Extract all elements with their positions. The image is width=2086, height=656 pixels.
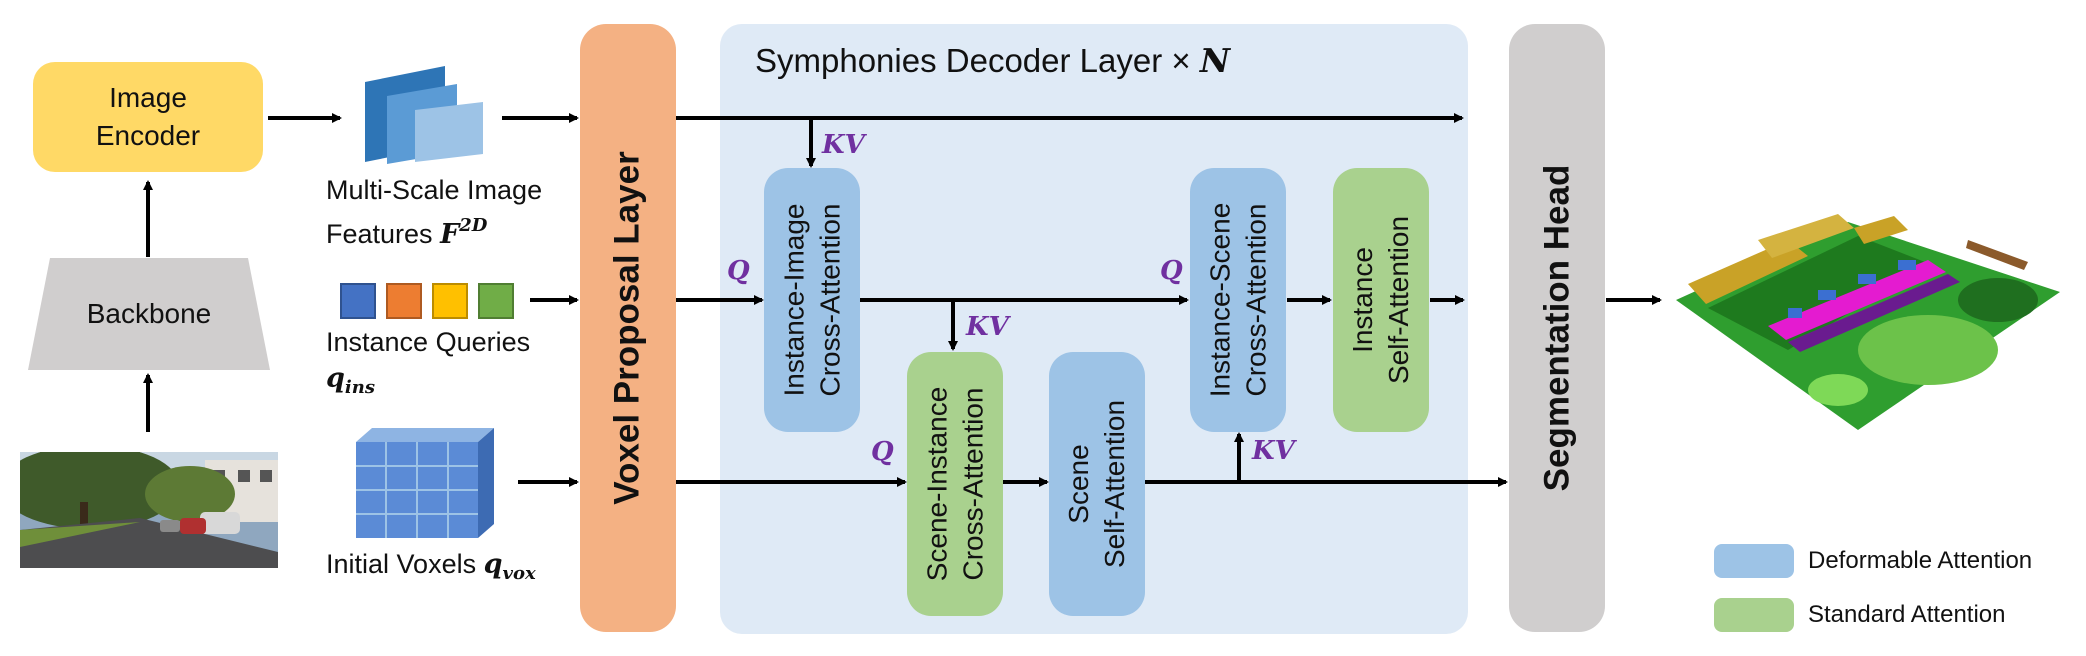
legend-label-standard: Standard Attention xyxy=(1808,601,2006,628)
instance-scene-cross-attention-block: Instance-Scene Cross-Attention xyxy=(1190,168,1286,432)
voxel-proposal-block: Voxel Proposal Layer xyxy=(580,24,676,632)
query-square-blue xyxy=(340,283,376,319)
instance-self-line2: Self-Attention xyxy=(1383,215,1415,385)
q-label-instance-scene: Q xyxy=(1160,256,1183,286)
scene-instance-line1: Scene-Instance xyxy=(921,386,953,582)
legend-swatch-deformable xyxy=(1714,544,1794,578)
q-label-instance-image: Q xyxy=(727,256,750,286)
decoder-title: Symphonies Decoder Layer × N xyxy=(755,40,1230,82)
instance-image-line2: Cross-Attention xyxy=(814,203,845,397)
scene-instance-cross-attention-block: Scene-Instance Cross-Attention xyxy=(907,352,1003,616)
instance-self-line1: Instance xyxy=(1347,247,1379,353)
q-label-scene-instance: Q xyxy=(871,437,894,467)
scene-instance-label: Scene-Instance Cross-Attention xyxy=(919,387,991,582)
initial-voxels-text: Initial Voxels xyxy=(326,549,484,579)
instance-image-line1: Instance-Image xyxy=(778,203,809,397)
image-encoder-line2: Encoder xyxy=(95,120,201,151)
instance-image-label: Instance-Image Cross-Attention xyxy=(776,204,848,397)
instance-scene-line1: Instance-Scene xyxy=(1204,202,1236,398)
scene-self-attention-block: Scene Self-Attention xyxy=(1049,352,1145,616)
instance-image-cross-attention-block: Instance-Image Cross-Attention xyxy=(764,168,860,432)
image-encoder-line1: Image xyxy=(109,82,187,113)
voxel-cube-icon xyxy=(356,428,494,538)
image-features-line2-row: Features F2D xyxy=(326,208,542,253)
feature-stack-icon xyxy=(365,66,483,164)
kv-label-image: KV xyxy=(822,130,865,160)
instance-scene-line2: Cross-Attention xyxy=(1240,203,1272,397)
image-features-line2: Features xyxy=(326,219,441,249)
image-features-label: Multi-Scale Image Features F2D xyxy=(326,172,542,253)
scene-instance-line2: Cross-Attention xyxy=(957,387,989,581)
image-features-superscript: 2D xyxy=(459,215,488,236)
image-features-symbol: F xyxy=(440,219,460,250)
initial-voxels-symbol: q xyxy=(483,549,503,580)
image-features-line1: Multi-Scale Image xyxy=(326,175,543,205)
initial-voxels-subscript: vox xyxy=(502,563,536,584)
instance-queries-subscript: ins xyxy=(344,377,375,398)
kv-label-scene: KV xyxy=(1252,436,1295,466)
segmentation-head-block: Segmentation Head xyxy=(1509,24,1605,632)
scene-self-label: Scene Self-Attention xyxy=(1061,400,1133,568)
segmentation-head-label: Segmentation Head xyxy=(1537,164,1577,492)
decoder-title-text: Symphonies Decoder Layer × xyxy=(755,42,1200,79)
instance-self-attention-block: Instance Self-Attention xyxy=(1333,168,1429,432)
instance-queries-label: Instance Queries qins xyxy=(326,324,530,406)
input-street-image xyxy=(20,452,278,568)
query-square-yellow xyxy=(432,283,468,319)
scene-self-line2: Self-Attention xyxy=(1099,399,1131,569)
instance-scene-label: Instance-Scene Cross-Attention xyxy=(1202,203,1274,398)
query-square-orange xyxy=(386,283,422,319)
query-square-green xyxy=(478,283,514,319)
legend-label-deformable: Deformable Attention xyxy=(1808,547,2033,574)
backbone-label: Backbone xyxy=(86,298,212,329)
backbone-shape xyxy=(28,258,270,370)
instance-queries-text: Instance Queries xyxy=(326,327,531,357)
kv-label-instance: KV xyxy=(966,312,1009,342)
instance-self-label: Instance Self-Attention xyxy=(1345,216,1417,384)
voxel-proposal-label: Voxel Proposal Layer xyxy=(608,151,648,505)
instance-queries-symbol: q xyxy=(326,363,345,394)
legend-swatch-standard xyxy=(1714,598,1794,632)
scene-self-line1: Scene xyxy=(1063,444,1095,524)
output-semantic-scene xyxy=(1676,214,2060,430)
decoder-repeat-symbol: N xyxy=(1199,41,1230,80)
instance-queries-symbol-row: qins xyxy=(326,360,530,406)
image-encoder-block: Image Encoder xyxy=(33,62,263,172)
initial-voxels-label: Initial Voxels qvox xyxy=(326,546,536,592)
